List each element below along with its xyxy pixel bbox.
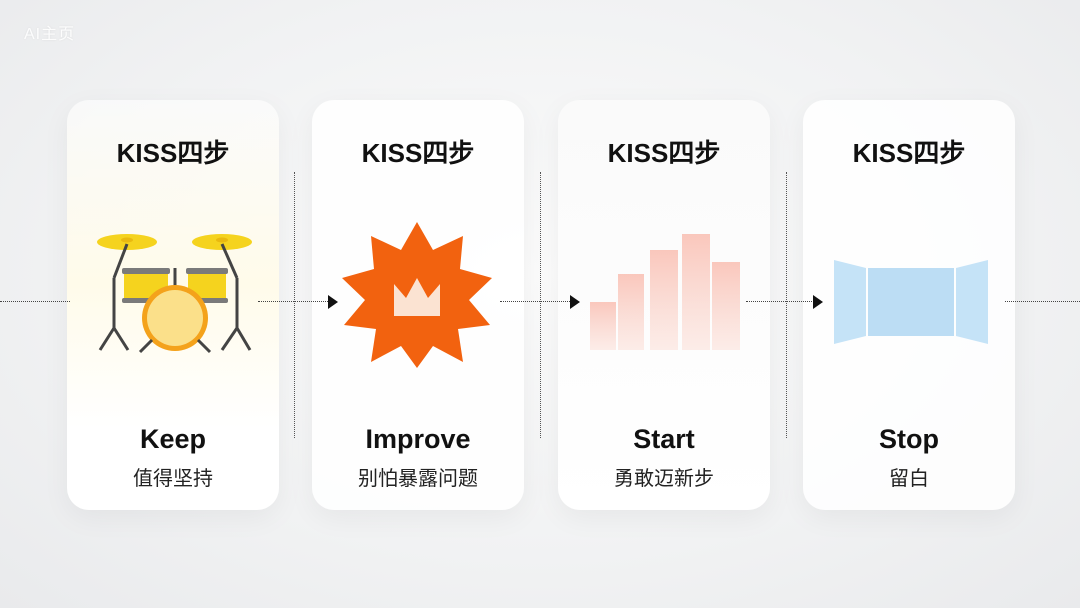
step-subtitle: 勇敢迈新步: [614, 468, 714, 490]
step-subtitle: 值得坚持: [133, 468, 213, 490]
divider: [540, 172, 541, 438]
drum-kit-icon: [97, 234, 252, 354]
divider: [786, 172, 787, 438]
connector-line: [0, 301, 70, 302]
step-title: KISS四步: [607, 138, 721, 168]
connector-line: [500, 301, 570, 302]
arrow-right-icon: [813, 295, 823, 309]
crown-badge-icon: [342, 222, 492, 368]
step-name-improve: Improve: [365, 424, 471, 454]
step-title: KISS四步: [116, 138, 230, 168]
panorama-icon: [834, 260, 988, 344]
step-title: KISS四步: [852, 138, 966, 168]
step-name-keep: Keep: [139, 424, 207, 454]
divider: [294, 172, 295, 438]
step-name-start: Start: [633, 424, 695, 454]
arrow-right-icon: [570, 295, 580, 309]
connector-line: [746, 301, 814, 302]
step-subtitle: 别怕暴露问题: [358, 468, 478, 490]
arrow-right-icon: [328, 295, 338, 309]
connector-line: [1005, 301, 1080, 302]
step-title: KISS四步: [361, 138, 475, 168]
connector-line: [258, 301, 328, 302]
bar-chart-icon: [590, 234, 740, 350]
step-name-stop: Stop: [879, 424, 939, 454]
watermark: AI主页: [24, 26, 76, 43]
step-subtitle: 留白: [889, 468, 929, 490]
